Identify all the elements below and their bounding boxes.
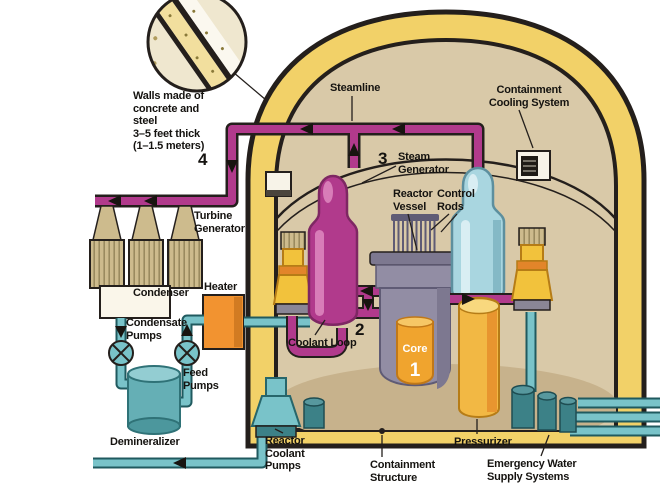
steamline-label: Steamline (330, 82, 381, 94)
pressurizer-label: Pressurizer (454, 436, 512, 448)
wall-note-line: Walls made of (133, 90, 204, 102)
containment-cooling-unit-right (516, 150, 551, 181)
number-4: 4 (198, 150, 208, 169)
number-3: 3 (378, 149, 388, 168)
feed-pump (174, 340, 200, 366)
core-label: Core (402, 343, 427, 355)
containment-cooling-unit-left (265, 171, 292, 197)
number-2: 2 (355, 320, 365, 339)
coolant-pump-motor-right (510, 227, 554, 311)
steamline-pipe (95, 122, 485, 208)
flow-arrows (108, 123, 475, 469)
condenser-box (99, 285, 171, 319)
containment-cooling-label: Containment Cooling System (488, 84, 570, 109)
inner-shelf-arc (276, 158, 616, 232)
wall-note-line: concrete and (133, 102, 200, 115)
reactor-coolant-pump (250, 377, 302, 438)
emergency-water-label: Emergency Water Supply Systems (487, 458, 577, 483)
reactor-core: Core 1 (396, 316, 434, 385)
coolant-pump-motor-left (272, 231, 314, 315)
core-number: 1 (410, 360, 421, 381)
reactor-vessel-label: Reactor Vessel (393, 188, 433, 213)
wall-note-line: 3–5 feet thick (133, 127, 200, 140)
containment-structure-label: Containment Structure (370, 459, 436, 484)
reactor-coolant-pumps-label: Reactor Coolant Pumps (265, 435, 305, 472)
control-rods-label: Control Rods (437, 188, 475, 213)
emergency-water-tanks (511, 384, 577, 433)
demineralizer-label: Demineralizer (110, 436, 180, 448)
coolant-loop-label: Coolant Loop (288, 337, 357, 349)
emergency-water-pipes (570, 397, 660, 437)
steam-generator-primary (307, 174, 359, 326)
pressurizer-tank (458, 296, 500, 418)
condenser-label: Condenser (133, 287, 189, 299)
turbine-generator-label: Turbine Generator (194, 210, 245, 235)
pointer-lines (232, 71, 550, 457)
demineralizer-tank (127, 365, 181, 435)
wall-note: Walls made of concrete and steel 3–5 fee… (133, 90, 237, 153)
wall-note-line: steel (133, 115, 158, 127)
condensate-pumps-label: Condensate Pumps (126, 317, 187, 342)
heater-label: Heater (204, 281, 238, 293)
auxiliary-tank (303, 397, 325, 429)
condensate-pump (108, 340, 134, 366)
turbine-generator-unit (89, 205, 203, 289)
steam-generator-label: Steam Generator (398, 151, 449, 176)
control-rods (391, 214, 439, 254)
steam-generator-secondary (450, 166, 506, 304)
wall-note-line: (1–1.5 meters) (133, 140, 205, 152)
feed-pumps-label: Feed Pumps (183, 367, 219, 392)
heater-box (202, 294, 245, 350)
